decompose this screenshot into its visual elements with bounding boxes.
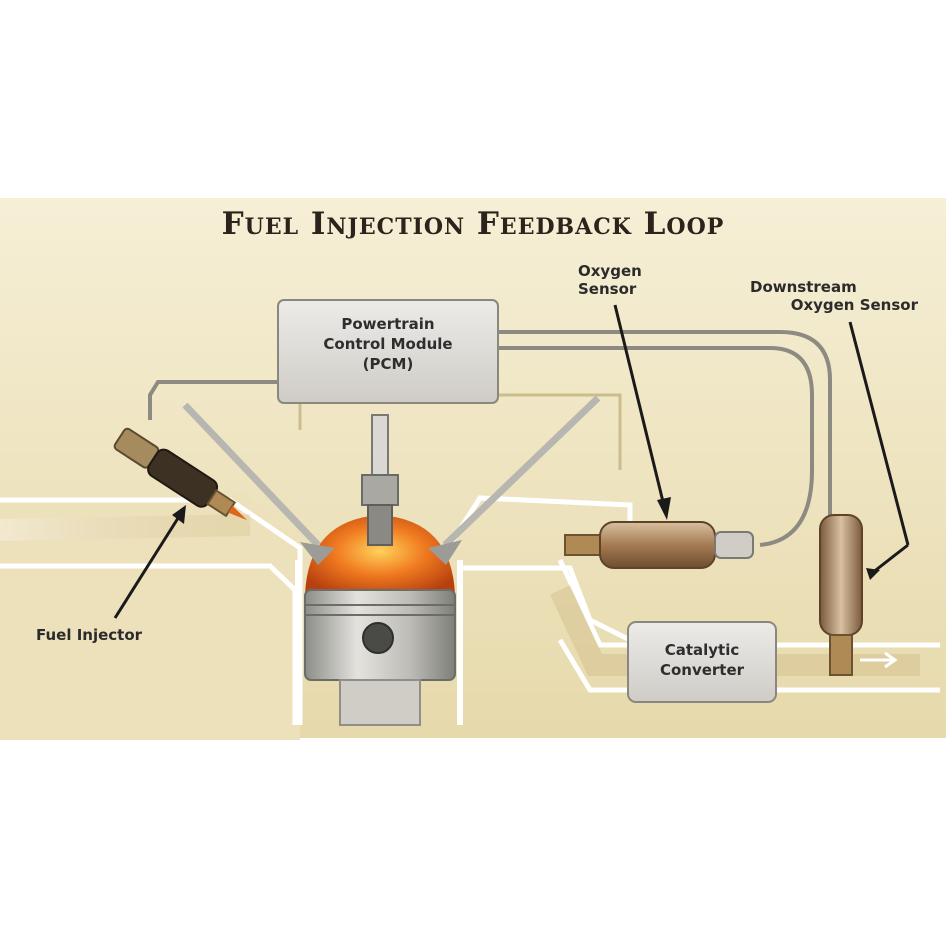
oxygen-sensor	[599, 521, 716, 569]
exhaust-pipe-lower	[557, 638, 940, 693]
fuel-injector-label: Fuel Injector	[36, 626, 143, 644]
oxygen-sensor-label: Oxygen Sensor	[578, 262, 642, 298]
oxygen-sensor-connector	[714, 531, 754, 559]
injector-wire	[148, 380, 278, 420]
pcm-label-line-1: Powertrain	[341, 315, 435, 333]
downstream-sensor-arrowhead	[866, 568, 880, 580]
fuel-injector-arrow	[113, 514, 182, 619]
downstream-sensor-tip	[829, 634, 853, 676]
pcm-label-line-2: Control Module	[323, 335, 453, 353]
piston-pin	[362, 622, 394, 654]
oxygen-sensor-wire	[498, 346, 814, 547]
flow-arrow	[860, 651, 898, 669]
diagram-title: Fuel Injection Feedback Loop	[221, 206, 725, 242]
downstream-sensor-arrow	[871, 543, 909, 575]
spark-plug-hex	[361, 474, 399, 506]
intake-valve-head	[300, 542, 335, 565]
catalytic-converter-label: Catalytic Converter	[628, 640, 776, 680]
oxygen-sensor-label-line-2: Sensor	[578, 280, 637, 298]
exhaust-valve-stem	[442, 395, 601, 548]
connecting-rod	[339, 679, 421, 726]
exhaust-valve-head	[428, 540, 462, 565]
downstream-sensor-label-line-2: Oxygen Sensor	[790, 296, 918, 314]
fuel-injector-arrowhead	[172, 505, 186, 524]
oxygen-sensor-arrowhead	[657, 497, 671, 520]
intake-duct	[0, 492, 300, 740]
oxygen-sensor-tip	[564, 534, 601, 556]
oxygen-sensor-arrow	[613, 304, 667, 511]
catalytic-converter-box	[627, 621, 777, 703]
pcm-label-line-3: (PCM)	[362, 355, 414, 373]
downstream-sensor-wire	[498, 330, 832, 520]
spark-plug-thread	[367, 504, 393, 546]
exhaust-flow	[550, 585, 920, 676]
downstream-sensor-label: Downstream Oxygen Sensor	[750, 278, 918, 314]
exhaust-pipe-upper	[557, 558, 940, 648]
downstream-sensor-label-line-1: Downstream	[750, 278, 857, 296]
downstream-sensor-shaft	[848, 321, 910, 546]
catalytic-converter-line-2: Converter	[659, 661, 745, 679]
pcm-label: Powertrain Control Module (PCM)	[278, 314, 498, 374]
intake-valve-stem	[182, 402, 321, 548]
air-flow	[0, 514, 251, 541]
catalytic-converter-line-1: Catalytic	[664, 641, 740, 659]
oxygen-sensor-label-line-1: Oxygen	[578, 262, 642, 280]
combustion-chamber	[305, 515, 455, 595]
spark-plug-insulator	[371, 414, 389, 476]
pcm-box	[277, 299, 499, 404]
downstream-oxygen-sensor	[819, 514, 863, 636]
fuel-injector-body	[113, 427, 248, 521]
